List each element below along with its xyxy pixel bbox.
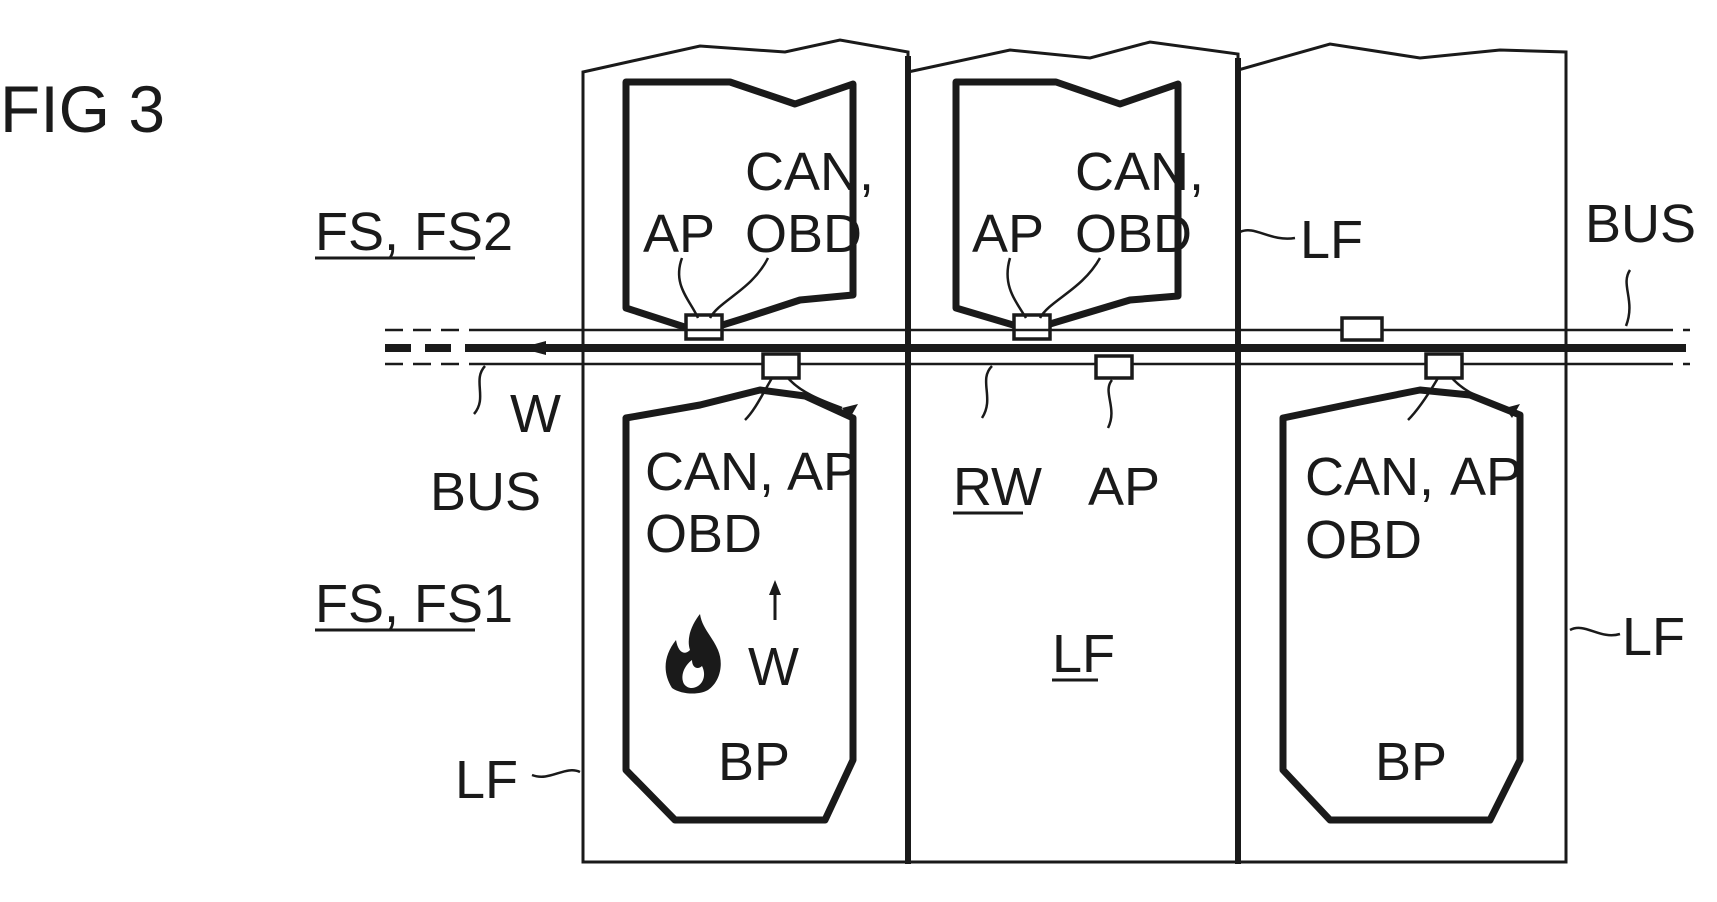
label-fs-fs1: FS, FS1 — [315, 574, 513, 634]
fire-icon — [666, 614, 721, 694]
label-ap-lower-1: AP — [787, 442, 859, 502]
bus-node-box — [763, 354, 799, 378]
label-ap-lower-3: AP — [1450, 447, 1522, 507]
labels: FS, FS2 FS, FS1 CAN, AP OBD CAN, AP OBD … — [315, 142, 1696, 810]
label-can-upper-2: CAN, — [1075, 142, 1204, 202]
label-obd-upper-1: OBD — [745, 204, 862, 264]
label-ap-upper-2: AP — [972, 204, 1044, 264]
label-can-upper-1: CAN, — [745, 142, 874, 202]
label-bus-right: BUS — [1585, 194, 1696, 254]
label-fs-fs2: FS, FS2 — [315, 202, 513, 262]
label-obd-upper-2: OBD — [1075, 204, 1192, 264]
bus-node-box — [1426, 354, 1462, 378]
label-can-lower-3: CAN, — [1305, 447, 1434, 507]
label-can-lower-1: CAN, — [645, 442, 774, 502]
access-point-box — [1014, 315, 1050, 339]
label-obd-lower-3: OBD — [1305, 510, 1422, 570]
label-lf-right: LF — [1622, 607, 1685, 667]
label-ap-upper-1: AP — [643, 204, 715, 264]
label-lf-top: LF — [1300, 210, 1363, 270]
access-point-box — [686, 315, 722, 339]
label-lf-middle: LF — [1052, 624, 1115, 684]
label-w-lower: W — [748, 637, 799, 697]
bus-node-box — [1342, 318, 1382, 340]
label-obd-lower-1: OBD — [645, 504, 762, 564]
label-bp-3: BP — [1375, 732, 1447, 792]
figure-title: FIG 3 — [0, 72, 165, 146]
label-ap-middle: AP — [1088, 457, 1160, 517]
label-bus-left: BUS — [430, 462, 541, 522]
label-w-bus: W — [510, 384, 561, 444]
label-lf-left: LF — [455, 750, 518, 810]
bus-node-box — [1096, 356, 1132, 378]
label-bp-1: BP — [718, 732, 790, 792]
label-rw: RW — [953, 457, 1042, 517]
